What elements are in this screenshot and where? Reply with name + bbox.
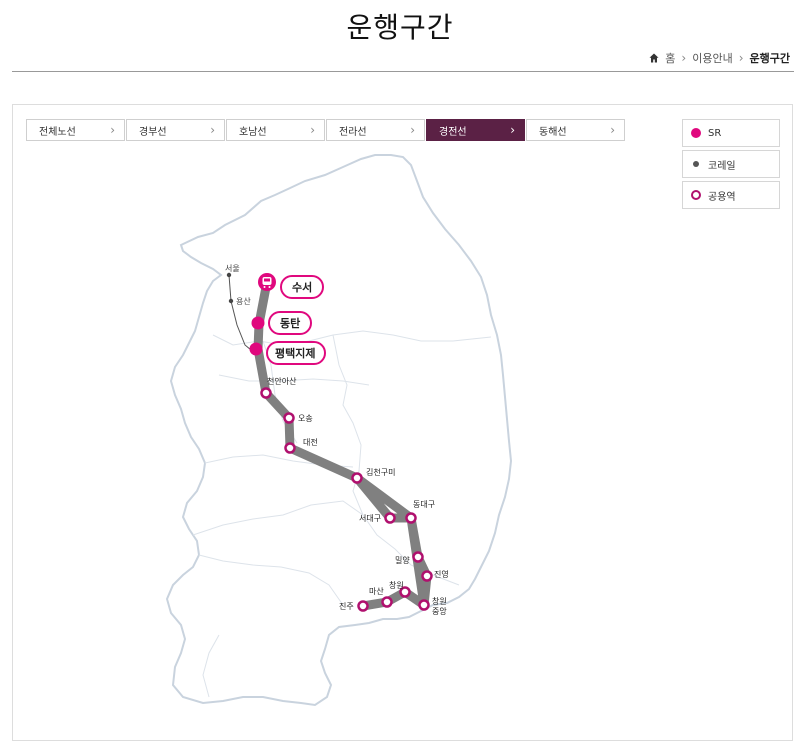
home-icon[interactable] xyxy=(649,53,659,63)
tab-jeolla[interactable]: 전라선 › xyxy=(326,119,425,141)
breadcrumb-home[interactable]: 홈 xyxy=(665,52,676,65)
station-label-seoul: 서울 xyxy=(225,264,240,273)
korail-station-yongsan xyxy=(228,298,234,304)
sr-station-icon xyxy=(691,128,701,138)
shared-station-jinju[interactable] xyxy=(357,600,369,612)
tab-label: 경부선 xyxy=(139,126,167,138)
route-map: 서울 용산 수서 동탄 평택지제 xyxy=(165,154,513,707)
tab-honam[interactable]: 호남선 › xyxy=(226,119,325,141)
station-label-dongtan: 동탄 xyxy=(280,316,300,330)
tab-label: 동해선 xyxy=(539,126,567,138)
korail-link xyxy=(228,274,258,356)
tab-donghae[interactable]: 동해선 › xyxy=(526,119,625,141)
route-panel: 전체노선 › 경부선 › 호남선 › 전라선 › 경전선 › 동해선 › SR xyxy=(12,104,793,741)
chevron-right-icon: › xyxy=(110,123,115,137)
station-label-dongdaegu: 동대구 xyxy=(413,500,435,509)
legend-label: SR xyxy=(708,127,722,139)
legend-label: 공용역 xyxy=(708,191,736,203)
sr-station-dongtan[interactable] xyxy=(251,316,265,330)
shared-station-icon xyxy=(691,190,701,200)
route-tabs: 전체노선 › 경부선 › 호남선 › 전라선 › 경전선 › 동해선 › xyxy=(26,119,626,141)
chevron-right-icon: › xyxy=(510,123,515,137)
station-label-changwon: 창원 xyxy=(389,581,404,590)
station-label-masan: 마산 xyxy=(369,586,384,596)
shared-station-jinyeong[interactable] xyxy=(421,570,433,582)
korail-station-icon xyxy=(693,161,699,167)
station-label-seodaegu: 서대구 xyxy=(359,514,381,523)
chevron-right-icon: › xyxy=(610,123,615,137)
title-divider xyxy=(12,71,794,72)
legend-label: 코레일 xyxy=(708,160,736,172)
shared-station-gimcheon[interactable] xyxy=(351,472,363,484)
legend-item-sr: SR xyxy=(682,119,780,147)
tab-label: 호남선 xyxy=(239,126,267,138)
shared-station-changwon[interactable] xyxy=(399,586,411,598)
page-title: 운행구간 xyxy=(346,11,454,44)
breadcrumb-current: 운행구간 xyxy=(749,52,790,65)
shared-station-seodaegu[interactable] xyxy=(384,512,396,524)
station-label-jinyeong: 진영 xyxy=(434,569,449,579)
station-pill-suseo[interactable] xyxy=(280,275,324,299)
station-label-changwon-jungang-1: 창원 xyxy=(432,597,447,606)
station-pill-pyeongtaek[interactable] xyxy=(266,341,326,365)
station-pill-dongtan[interactable] xyxy=(268,311,312,335)
station-label-jinju: 진주 xyxy=(339,601,354,611)
shared-station-osong[interactable] xyxy=(283,412,295,424)
station-label-suseo: 수서 xyxy=(292,280,312,294)
chevron-right-icon: › xyxy=(210,123,215,137)
tab-gyeongjeon[interactable]: 경전선 › xyxy=(426,119,525,141)
station-label-daejeon: 대전 xyxy=(303,437,318,447)
legend-item-korail: 코레일 xyxy=(682,150,780,178)
tab-gyeongbu[interactable]: 경부선 › xyxy=(126,119,225,141)
map-legend: SR 코레일 공용역 xyxy=(682,119,780,212)
chevron-right-icon: › xyxy=(410,123,415,137)
station-label-changwon-jungang-2: 중앙 xyxy=(432,606,447,616)
shared-station-changwon-jungang[interactable] xyxy=(418,599,430,611)
korail-station-seoul xyxy=(226,272,232,278)
legend-item-shared: 공용역 xyxy=(682,181,780,209)
tab-label: 전체노선 xyxy=(39,126,76,138)
train-icon xyxy=(262,277,272,288)
breadcrumb-level1[interactable]: 이용안내 xyxy=(692,52,733,65)
tab-label: 전라선 xyxy=(339,126,367,138)
station-label-gimcheon: 김천구미 xyxy=(366,467,395,477)
station-label-pyeongtaek: 평택지제 xyxy=(275,346,315,360)
tab-label: 경전선 xyxy=(439,126,467,138)
station-label-miryang: 밀양 xyxy=(395,556,410,565)
shared-station-cheonan[interactable] xyxy=(260,387,272,399)
shared-station-dongdaegu[interactable] xyxy=(405,512,417,524)
shared-station-miryang[interactable] xyxy=(412,551,424,563)
chevron-right-icon: › xyxy=(681,51,687,65)
breadcrumb: 홈 › 이용안내 › 운행구간 xyxy=(649,50,790,66)
station-label-osong: 오송 xyxy=(298,414,313,423)
chevron-right-icon: › xyxy=(738,51,744,65)
shared-station-daejeon[interactable] xyxy=(284,442,296,454)
station-label-yongsan: 용산 xyxy=(236,296,251,306)
tab-all-lines[interactable]: 전체노선 › xyxy=(26,119,125,141)
chevron-right-icon: › xyxy=(310,123,315,137)
korea-outline xyxy=(165,154,513,707)
station-label-cheonan: 천안아산 xyxy=(267,376,297,386)
sr-station-pyeongtaek[interactable] xyxy=(249,342,263,356)
shared-station-masan[interactable] xyxy=(381,596,393,608)
